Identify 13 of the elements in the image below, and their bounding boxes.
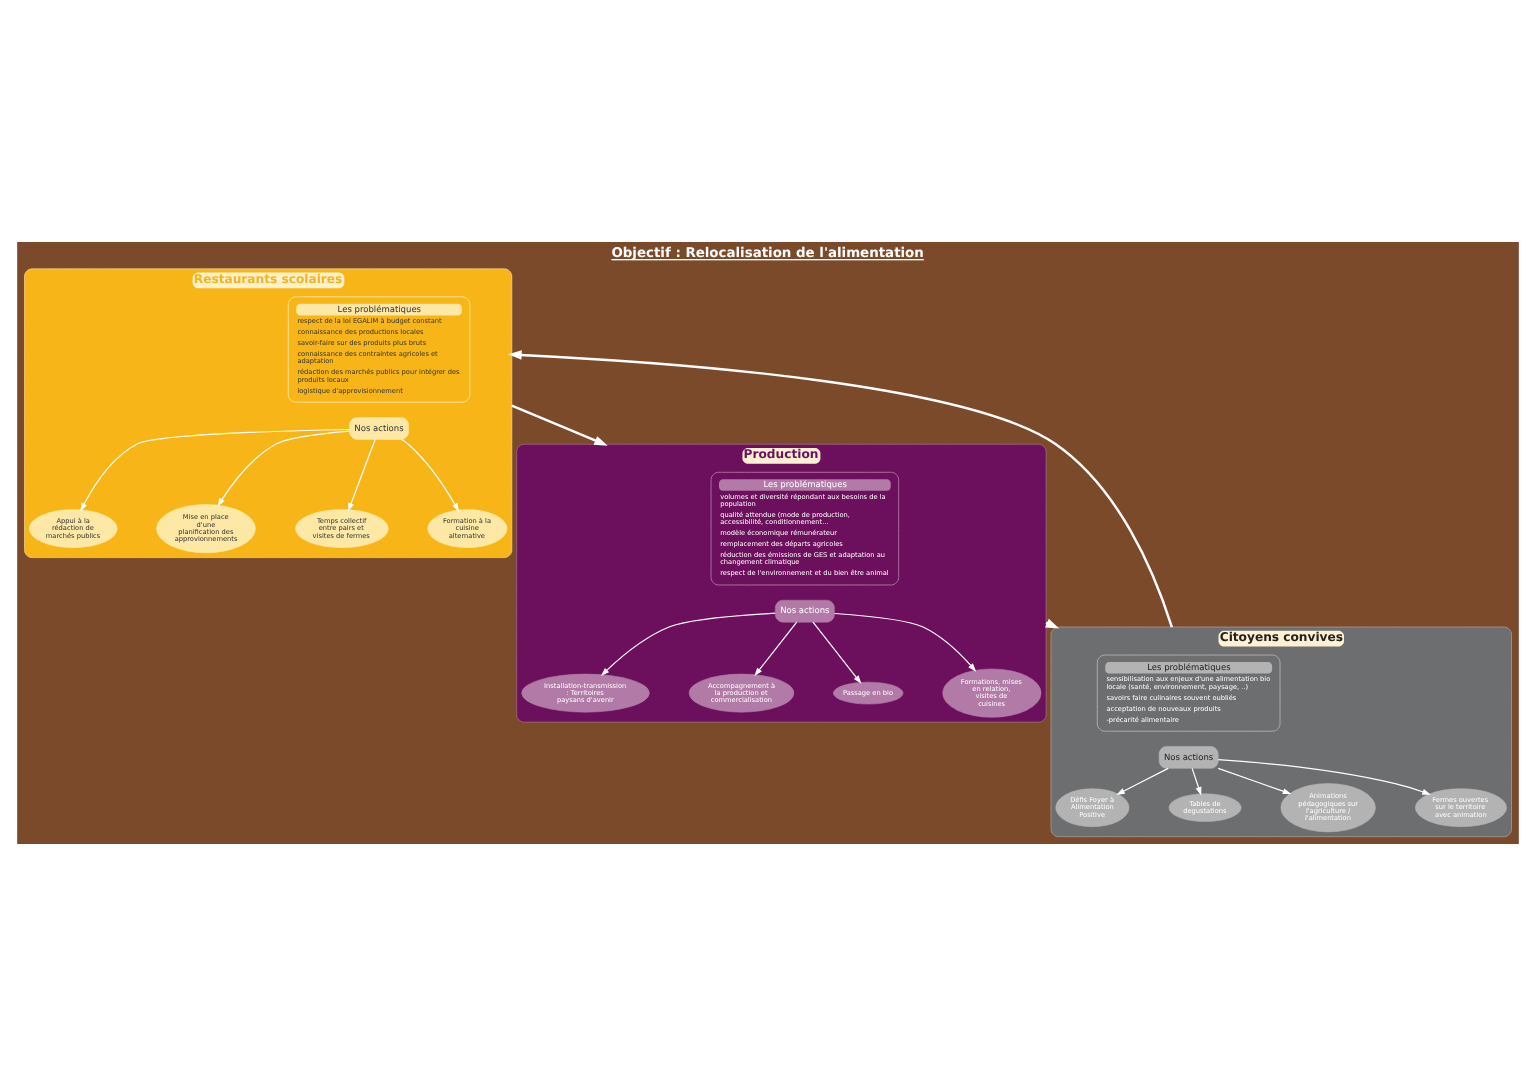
arrow (812, 621, 862, 684)
arrow (511, 404, 608, 446)
arrow (348, 438, 376, 512)
arrow (401, 438, 459, 512)
arrow (1191, 767, 1202, 796)
arrow (1217, 767, 1292, 795)
arrow (1217, 759, 1431, 795)
arrow (754, 621, 798, 677)
arrow (217, 430, 350, 507)
arrow (600, 612, 776, 676)
arrow (833, 612, 977, 672)
arrow (80, 428, 351, 512)
arrow (1116, 767, 1169, 795)
